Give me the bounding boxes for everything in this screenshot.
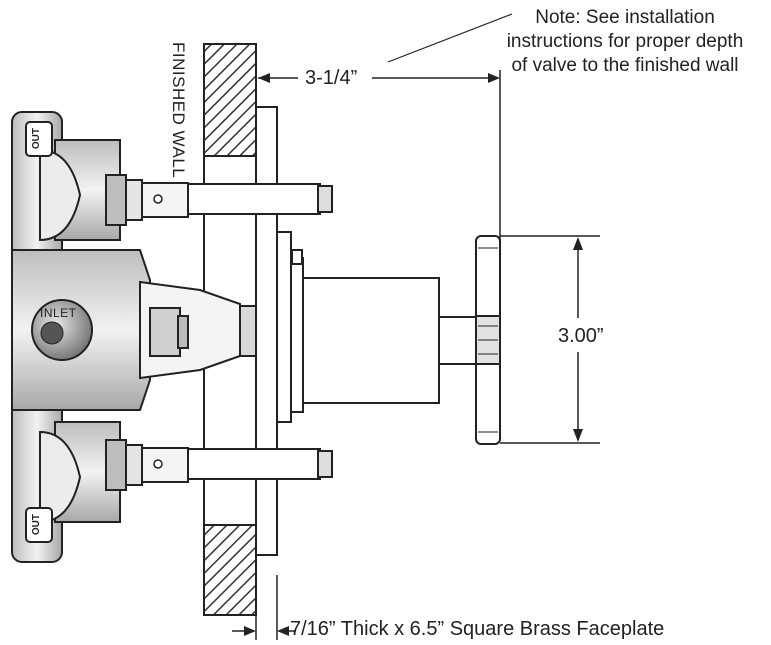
- height-dimension: [500, 235, 600, 444]
- depth-dimension: [258, 70, 501, 240]
- faceplate-dimension: [232, 575, 296, 640]
- mounting-screws: [184, 183, 333, 480]
- outlet-label-bottom: OUT: [31, 514, 42, 536]
- inlet-port: [31, 299, 93, 361]
- height-dimension-label: 3.00”: [556, 325, 606, 348]
- faceplate-label: 7/16” Thick x 6.5” Square Brass Faceplat…: [290, 618, 665, 640]
- outlet-tag-top: [25, 121, 53, 157]
- cross-handle: [475, 235, 501, 445]
- depth-dimension-label: 3-1/4”: [303, 67, 360, 90]
- brass-faceplate: [255, 106, 278, 556]
- outlet-label-top: OUT: [31, 128, 42, 150]
- screw-head-top: [153, 194, 163, 204]
- finished-wall-label: FINISHED WALL: [169, 42, 188, 179]
- installation-note: Note: See installation instructions for …: [506, 7, 744, 76]
- valve-trim: [276, 231, 478, 423]
- outlet-tag-bottom: [25, 507, 53, 543]
- note-leader-line: [387, 13, 513, 63]
- screw-head-bottom: [153, 459, 163, 469]
- inlet-label: INLET: [40, 306, 77, 320]
